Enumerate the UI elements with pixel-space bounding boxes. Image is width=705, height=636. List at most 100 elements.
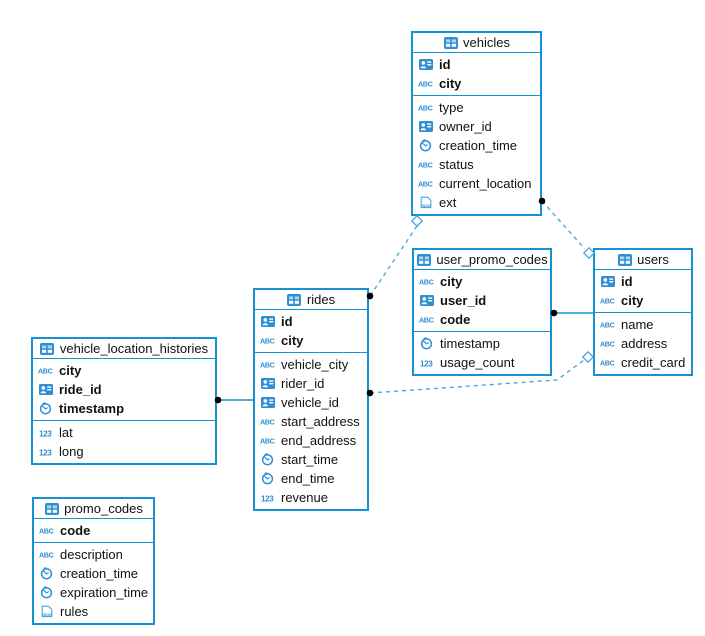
relationship-vehicle_location_histories-to-rides[interactable] — [214, 396, 253, 404]
column-row-expiration_time[interactable]: expiration_time — [34, 583, 153, 602]
column-row-creation_time[interactable]: creation_time — [413, 136, 540, 155]
text-abc-icon: ABC — [417, 79, 434, 89]
column-name: type — [439, 100, 464, 115]
svg-text:123: 123 — [39, 429, 52, 438]
svg-text:ABC: ABC — [600, 359, 615, 368]
column-row-owner_id[interactable]: owner_id — [413, 117, 540, 136]
column-row-creation_time[interactable]: creation_time — [34, 564, 153, 583]
column-row-start_time[interactable]: start_time — [255, 450, 367, 469]
table-header-rides[interactable]: rides — [255, 290, 367, 310]
column-row-usage_count[interactable]: 123 usage_count — [414, 353, 550, 372]
column-row-timestamp[interactable]: timestamp — [414, 334, 550, 353]
id-badge-icon — [37, 384, 54, 395]
table-title: rides — [306, 292, 336, 307]
column-row-rules[interactable]: JSON rules — [34, 602, 153, 621]
svg-text:ABC: ABC — [419, 278, 434, 287]
table-header-promo_codes[interactable]: promo_codes — [34, 499, 153, 519]
column-name: rider_id — [281, 376, 325, 391]
number-123-icon: 123 — [418, 358, 435, 368]
text-abc-icon: ABC — [38, 550, 55, 560]
column-row-id[interactable]: id — [413, 55, 540, 74]
clock-icon — [38, 567, 55, 580]
column-row-city[interactable]: ABC city — [413, 74, 540, 93]
id-badge-icon — [418, 295, 435, 306]
column-name: code — [60, 523, 91, 538]
text-abc-icon: ABC — [599, 296, 616, 306]
table-header-vehicles[interactable]: vehicles — [413, 33, 540, 53]
column-row-city[interactable]: ABC city — [414, 272, 550, 291]
id-badge-icon — [417, 59, 434, 70]
table-header-user_promo_codes[interactable]: user_promo_codes — [414, 250, 550, 270]
column-row-vehicle_id[interactable]: vehicle_id — [255, 393, 367, 412]
column-name: end_time — [281, 471, 335, 486]
column-name: code — [440, 312, 471, 327]
svg-text:ABC: ABC — [600, 297, 615, 306]
column-row-end_time[interactable]: end_time — [255, 469, 367, 488]
text-abc-icon: ABC — [259, 360, 276, 370]
column-row-rider_id[interactable]: rider_id — [255, 374, 367, 393]
column-name: rules — [60, 604, 89, 619]
column-row-id[interactable]: id — [255, 312, 367, 331]
text-abc-icon: ABC — [599, 320, 616, 330]
relationship-line[interactable] — [541, 200, 586, 250]
json-icon: JSON — [38, 605, 55, 618]
column-name: creation_time — [439, 138, 518, 153]
column-name: vehicle_city — [281, 357, 349, 372]
column-name: creation_time — [60, 566, 139, 581]
relationship-line[interactable] — [369, 225, 418, 297]
table-icon — [287, 293, 302, 306]
column-name: id — [621, 274, 633, 289]
text-abc-icon: ABC — [417, 160, 434, 170]
column-name: city — [440, 274, 463, 289]
column-row-id[interactable]: id — [595, 272, 691, 291]
column-name: city — [439, 76, 462, 91]
svg-text:ABC: ABC — [600, 321, 615, 330]
table-header-users[interactable]: users — [595, 250, 691, 270]
column-row-code[interactable]: ABC code — [414, 310, 550, 329]
column-name: long — [59, 444, 84, 459]
id-badge-icon — [417, 121, 434, 132]
column-name: id — [281, 314, 293, 329]
relationship-user_promo_codes-to-users[interactable] — [550, 309, 593, 317]
text-abc-icon: ABC — [599, 339, 616, 349]
svg-text:ABC: ABC — [38, 367, 53, 376]
column-row-vehicle_city[interactable]: ABC vehicle_city — [255, 355, 367, 374]
text-abc-icon: ABC — [418, 315, 435, 325]
table-title: vehicle_location_histories — [59, 341, 209, 356]
svg-text:JSON: JSON — [420, 204, 430, 208]
table-icon — [40, 342, 55, 355]
column-name: usage_count — [440, 355, 515, 370]
column-row-ride_id[interactable]: ride_id — [33, 380, 215, 399]
text-abc-icon: ABC — [259, 436, 276, 446]
number-123-icon: 123 — [259, 493, 276, 503]
column-row-timestamp[interactable]: timestamp — [33, 399, 215, 418]
svg-text:JSON: JSON — [41, 613, 51, 617]
relationship-diamond-endpoint — [410, 214, 424, 228]
column-row-user_id[interactable]: user_id — [414, 291, 550, 310]
svg-text:123: 123 — [420, 359, 433, 368]
table-header-vehicle_location_histories[interactable]: vehicle_location_histories — [33, 339, 215, 359]
